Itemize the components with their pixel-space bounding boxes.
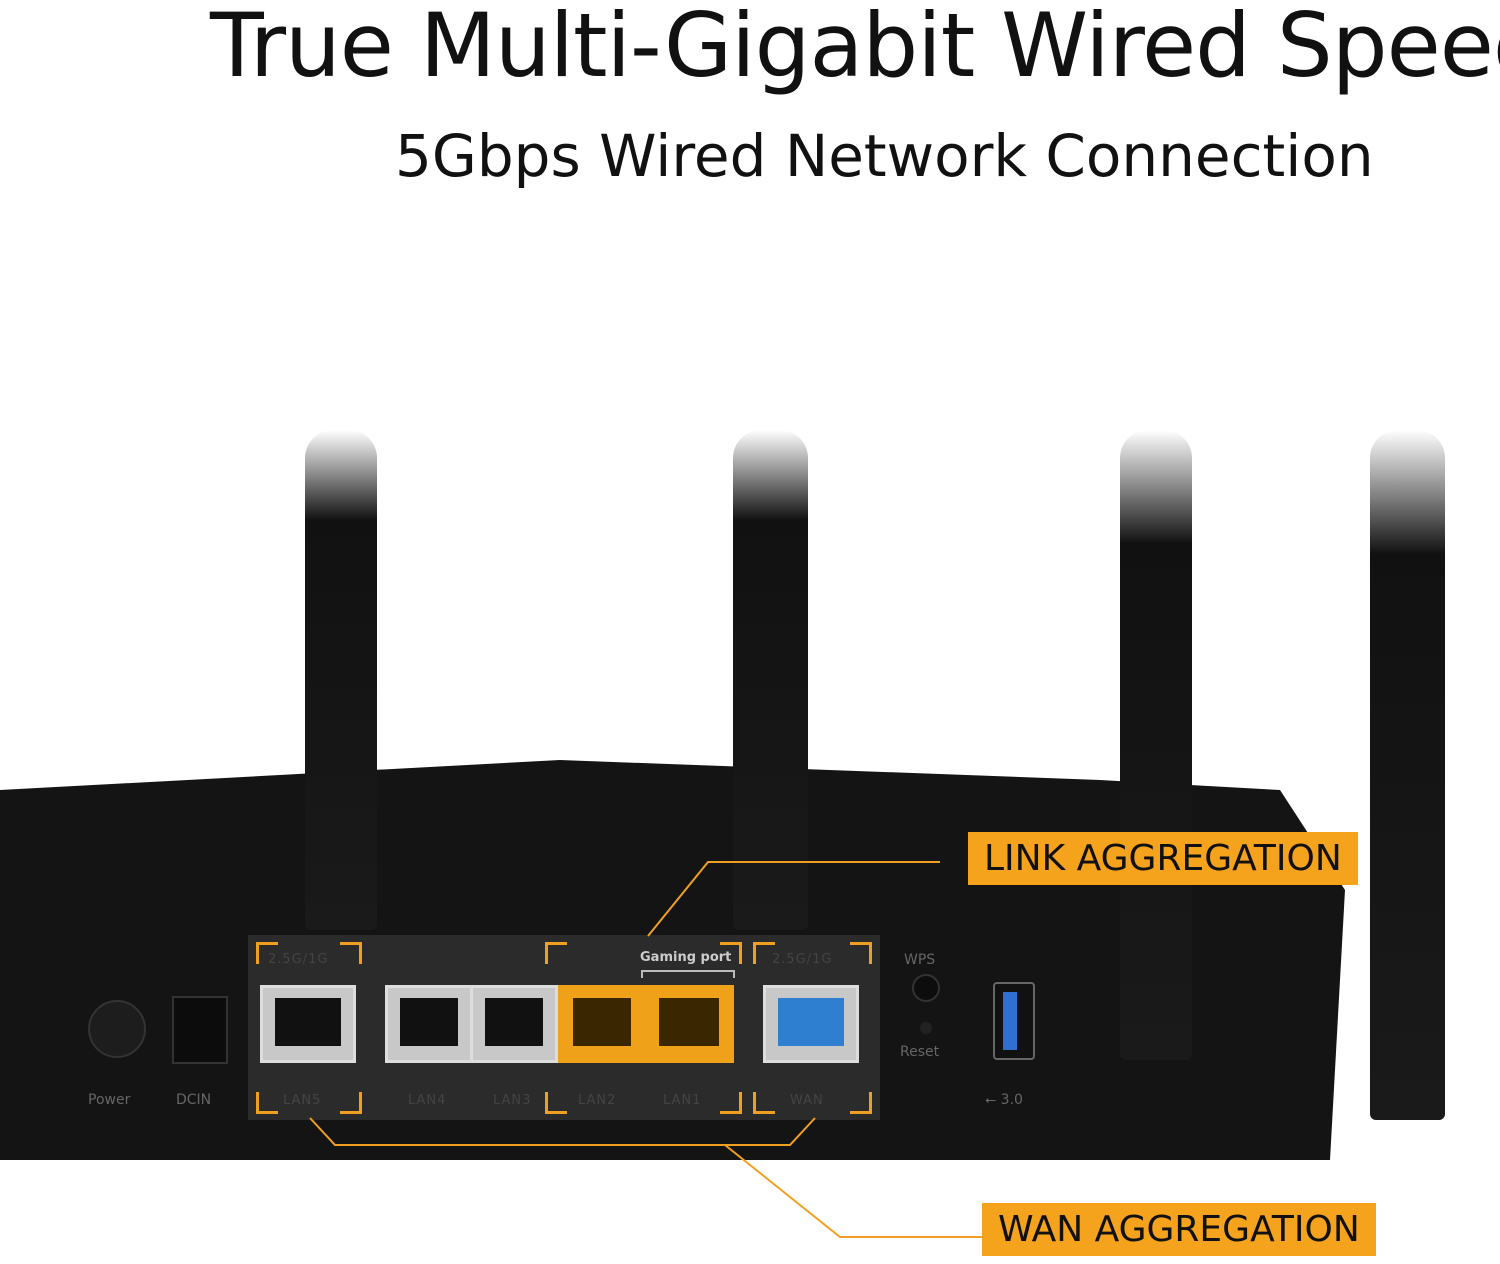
usb-port (993, 982, 1035, 1060)
headline: True Multi-Gigabit Wired Speed (210, 0, 1500, 97)
port-label: LAN1 (663, 1093, 702, 1108)
port-wan (763, 985, 859, 1063)
port-label: WAN (790, 1093, 824, 1108)
port-lan1 (644, 985, 734, 1063)
antenna (1370, 430, 1445, 1120)
link-aggregation-callout: LINK AGGREGATION (968, 832, 1358, 885)
antenna (305, 430, 377, 930)
link-callout-line (647, 861, 940, 937)
port-lan5 (260, 985, 356, 1063)
power-label: Power (88, 1092, 131, 1108)
usb-icon: ⭠ (985, 1092, 1001, 1108)
subheadline: 5Gbps Wired Network Connection (395, 122, 1374, 190)
speed-label-lan5: 2.5G/1G (268, 952, 329, 967)
dc-in-jack (172, 996, 228, 1064)
usb-version: 3.0 (1000, 1092, 1023, 1108)
dcin-label: DCIN (176, 1092, 212, 1108)
reset-pinhole (920, 1022, 932, 1034)
port-lan2 (558, 985, 646, 1063)
wps-button (912, 974, 940, 1002)
speed-label-wan: 2.5G/1G (772, 952, 833, 967)
port-label: LAN2 (578, 1093, 617, 1108)
wps-label: WPS (904, 952, 936, 968)
port-lan3 (470, 985, 558, 1063)
antenna (1120, 430, 1192, 1060)
port-label: LAN4 (408, 1093, 447, 1108)
wan-callout-line (724, 1144, 985, 1238)
power-button (88, 1000, 146, 1058)
reset-label: Reset (900, 1044, 940, 1060)
port-label: LAN3 (493, 1093, 532, 1108)
wan-aggregation-callout: WAN AGGREGATION (982, 1203, 1376, 1256)
usb-label: ⭠ 3.0 (985, 1092, 1023, 1108)
gaming-port-label: Gaming port (640, 950, 732, 965)
wan-bracket-line (309, 1117, 816, 1146)
antenna (733, 430, 808, 930)
port-label: LAN5 (283, 1093, 322, 1108)
gaming-port-bracket (641, 970, 735, 978)
